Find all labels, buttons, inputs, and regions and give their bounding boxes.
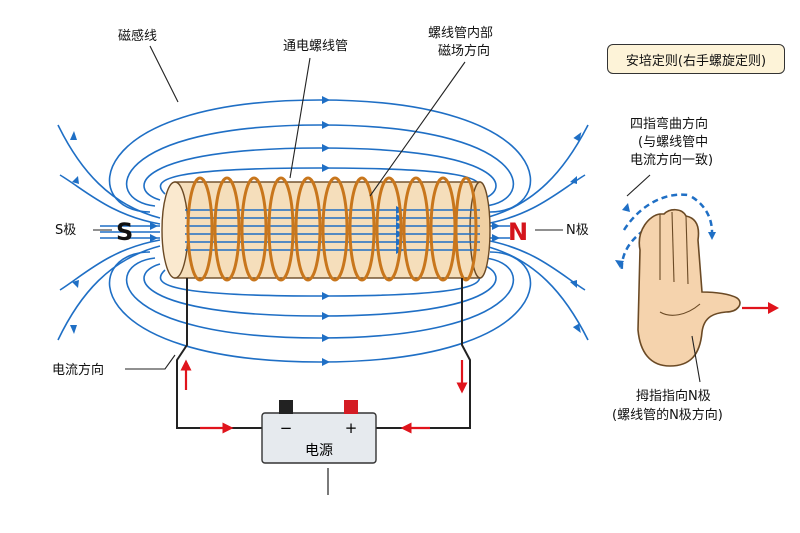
ampere-rule-title-text: 安培定则(右手螺旋定则) (625, 53, 767, 69)
s-pole-letter: S (116, 218, 133, 246)
ampere-rule-title: 安培定则(右手螺旋定则) (607, 44, 785, 74)
battery-plus-sign: + (345, 419, 358, 437)
n-pole-label: N极 (566, 223, 589, 238)
battery: − + 电源 (261, 400, 377, 495)
fingers-label-3: 电流方向一致) (630, 152, 713, 168)
solenoid-label: 通电螺线管 (283, 39, 348, 54)
s-pole-label: S极 (55, 223, 76, 238)
current-direction-label: 电流方向 (52, 362, 104, 378)
leader-lines (93, 45, 563, 370)
coil-turns (186, 176, 478, 282)
thumb-label-2: (螺线管的N极方向) (612, 407, 723, 423)
field-lines (57, 99, 589, 363)
n-pole-letter: N (508, 218, 528, 246)
inner-field-label-2: 磁场方向 (438, 43, 490, 59)
battery-minus-sign: − (280, 419, 293, 437)
inner-field-label-1: 螺线管内部 (428, 25, 493, 41)
field-arrows (70, 96, 582, 366)
field-lines-label: 磁感线 (118, 28, 157, 44)
right-hand-illustration (615, 174, 779, 383)
power-source-label: 电源 (305, 443, 333, 459)
fingers-label-1: 四指弯曲方向 (630, 116, 708, 132)
fingers-label-2: (与螺线管中 (638, 135, 708, 150)
current-arrows (180, 359, 468, 434)
thumb-label-1: 拇指指向N极 (636, 388, 711, 404)
